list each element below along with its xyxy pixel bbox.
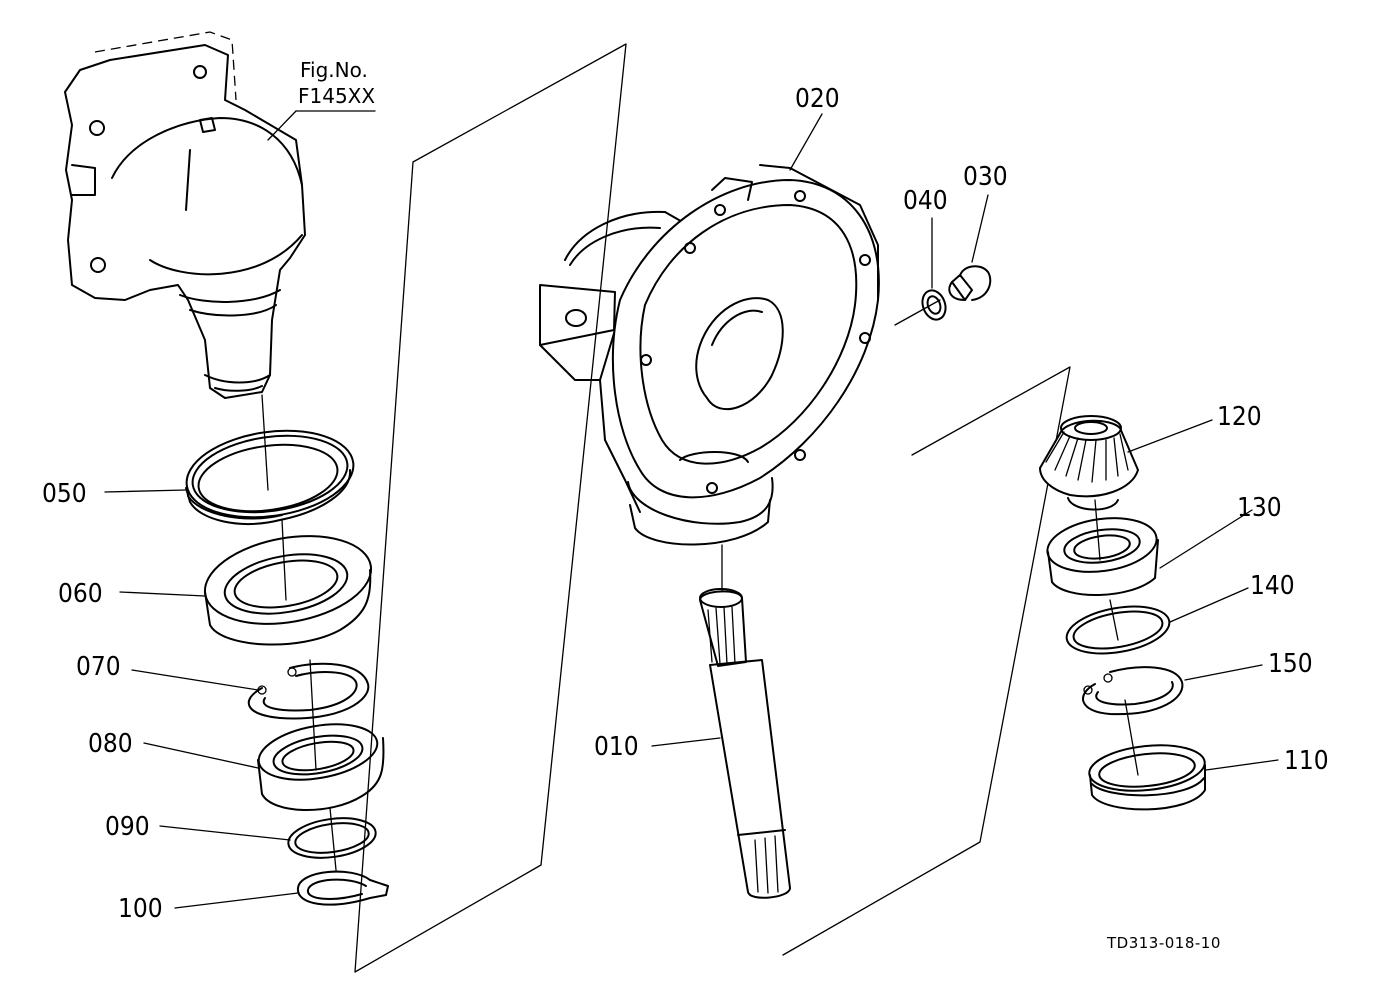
part-050-oil-seal bbox=[185, 429, 355, 525]
callout-leader-lines bbox=[104, 113, 1279, 909]
part-080-ball-bearing bbox=[257, 723, 385, 812]
figure-ref-leader bbox=[267, 110, 376, 141]
callout-110: 110 bbox=[1284, 746, 1329, 776]
callout-100: 100 bbox=[118, 894, 163, 924]
callout-020: 020 bbox=[795, 84, 840, 114]
part-100-external-circlip bbox=[296, 870, 389, 906]
callout-040: 040 bbox=[903, 186, 948, 216]
drawing-code: TD313-018-10 bbox=[1107, 934, 1221, 952]
part-130-ball-bearing bbox=[1046, 517, 1159, 597]
part-120-bevel-gear bbox=[1039, 415, 1139, 511]
part-150-internal-circlip bbox=[1082, 666, 1184, 716]
callout-150: 150 bbox=[1268, 649, 1313, 679]
callout-090: 090 bbox=[105, 812, 150, 842]
callout-050: 050 bbox=[42, 479, 87, 509]
figure-ref-line2: F145XX bbox=[298, 84, 376, 108]
assembly-axis-lines bbox=[261, 394, 1139, 871]
part-110-oil-seal bbox=[1088, 744, 1206, 811]
part-040-gasket-washer bbox=[921, 289, 947, 321]
callout-130: 130 bbox=[1237, 493, 1282, 523]
part-060-ball-bearing bbox=[203, 535, 373, 646]
part-070-internal-circlip bbox=[247, 662, 370, 720]
assembly-bracket-right bbox=[782, 366, 1071, 956]
part-140-shim-ring bbox=[1065, 605, 1171, 655]
callout-070: 070 bbox=[76, 652, 121, 682]
drain-plug-axis bbox=[894, 299, 941, 326]
part-010-spline-shaft bbox=[699, 588, 791, 899]
callout-060: 060 bbox=[58, 579, 103, 609]
figure-ref-line1: Fig.No. bbox=[300, 58, 368, 82]
callout-030: 030 bbox=[963, 162, 1008, 192]
callout-140: 140 bbox=[1250, 571, 1295, 601]
callout-120: 120 bbox=[1217, 402, 1262, 432]
part-030-drain-plug bbox=[948, 265, 992, 301]
assembly-bracket-left bbox=[354, 43, 627, 973]
callout-010: 010 bbox=[594, 732, 639, 762]
part-020-gear-case bbox=[539, 164, 880, 546]
upper-gear-housing bbox=[64, 31, 306, 399]
callout-080: 080 bbox=[88, 729, 133, 759]
